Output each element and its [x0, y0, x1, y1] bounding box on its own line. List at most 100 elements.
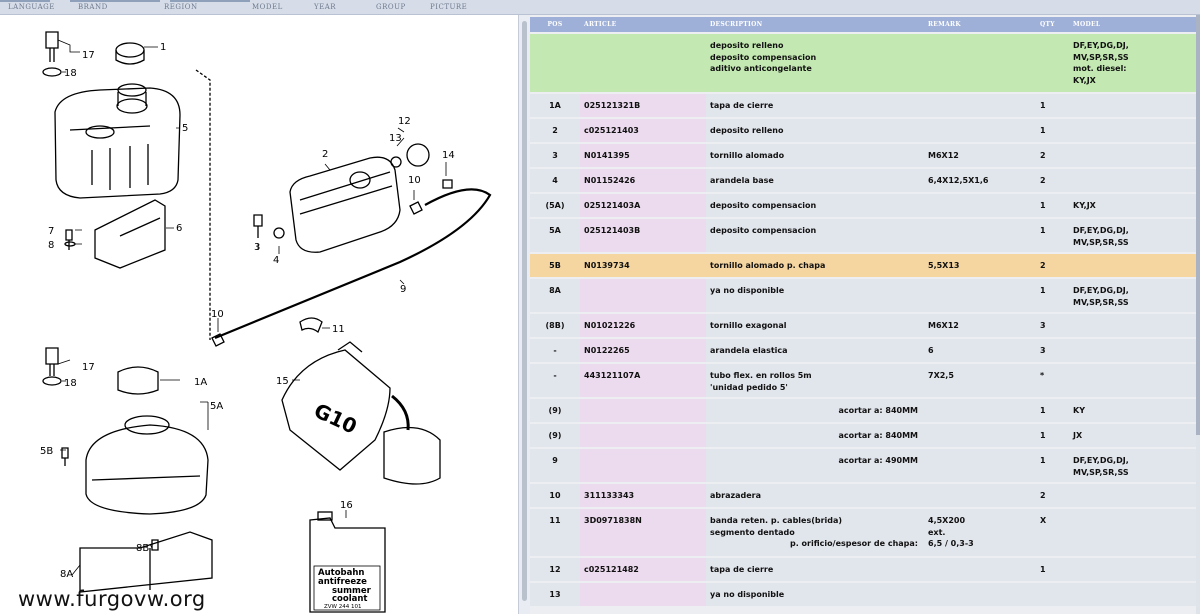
cell-pos [530, 34, 580, 92]
label-14: 14 [442, 150, 455, 161]
label-16: 16 [340, 500, 353, 511]
cell-qty: 1 [1036, 194, 1069, 217]
model-line: MV,SP,SR,SS [1073, 467, 1129, 477]
tab-year[interactable]: YEAR [314, 3, 337, 11]
header-description[interactable]: DESCRIPTION [706, 17, 924, 32]
divider-scroll-thumb[interactable] [522, 21, 527, 601]
header-article[interactable]: ARTICLE [580, 17, 706, 32]
cell-description: acortar a: 490MM [706, 449, 924, 482]
panel-divider-scrollbar[interactable] [518, 15, 531, 614]
remark-line: 6,4X12,5X1,6 [928, 176, 989, 185]
description-line: abrazadera [710, 491, 762, 500]
cell-remark [924, 194, 1036, 217]
canister-line1: Autobahn [318, 568, 364, 578]
cell-pos: 3 [530, 144, 580, 167]
cell-remark [924, 34, 1036, 92]
label-1: 1 [160, 42, 166, 53]
cell-article [580, 449, 706, 482]
cell-description: banda reten. p. cables(brida) segmento de… [706, 509, 924, 556]
cell-article: 311133343 [580, 484, 706, 507]
header-model[interactable]: MODEL [1069, 17, 1196, 32]
description-line: deposito compensacion [710, 201, 817, 210]
tab-picture[interactable]: PICTURE [430, 3, 468, 11]
cell-model [1069, 94, 1196, 117]
cell-pos: 1A [530, 94, 580, 117]
hose-9 [214, 188, 492, 340]
tab-group[interactable]: GROUP [376, 3, 406, 11]
nav-indicator [0, 0, 50, 2]
remark-line: 4,5X200 [928, 516, 966, 525]
label-6: 6 [176, 223, 182, 234]
cell-qty: 1 [1036, 94, 1069, 117]
description-line: tornillo alomado p. chapa [710, 261, 826, 270]
cell-pos: 11 [530, 509, 580, 556]
cell-model [1069, 144, 1196, 167]
tab-region[interactable]: REGION [164, 3, 198, 11]
cap-1A [117, 366, 159, 395]
cell-article: N01021226 [580, 314, 706, 337]
cell-model [1069, 583, 1196, 606]
description-line: arandela elastica [710, 346, 788, 355]
cell-model: DF,EY,DG,DJ,MV,SP,SR,SS [1069, 219, 1196, 252]
description-line: aditivo anticongelante [710, 64, 812, 73]
header-pos[interactable]: POS [530, 17, 580, 32]
tab-brand[interactable]: BRAND [78, 3, 108, 11]
oring-18a [42, 67, 62, 77]
header-qty[interactable]: QTY [1036, 17, 1069, 32]
model-line: DF,EY,DG,DJ, [1073, 286, 1129, 295]
model-line: MV,SP,SR,SS [1073, 52, 1129, 62]
description-line: segmento dentado [710, 527, 795, 537]
page-scroll-thumb[interactable] [1196, 15, 1200, 435]
cell-article: 025121321B [580, 94, 706, 117]
cell-description: deposito compensacion [706, 219, 924, 252]
cell-article: 3D0971838N [580, 509, 706, 556]
cell-model: DF,EY,DG,DJ,MV,SP,SR,SS [1069, 449, 1196, 482]
description-note: acortar a: 490MM [838, 456, 918, 465]
page-scrollbar[interactable] [1196, 15, 1200, 614]
clip-11 [299, 317, 323, 334]
tab-language[interactable]: LANGUAGE [8, 3, 55, 11]
cell-article: 025121403A [580, 194, 706, 217]
cell-model [1069, 484, 1196, 507]
label-10a: 10 [408, 175, 421, 186]
tab-model[interactable]: MODEL [252, 3, 283, 11]
cell-model [1069, 169, 1196, 192]
cell-article [580, 279, 706, 312]
description-line: banda reten. p. cables(brida) [710, 516, 843, 525]
model-line: MV,SP,SR,SS [1073, 237, 1129, 247]
cell-remark [924, 119, 1036, 142]
cell-article: c025121482 [580, 558, 706, 581]
description-line: tornillo alomado [710, 151, 785, 160]
top-nav-bar: LANGUAGE BRAND REGION MODEL YEAR GROUP P… [0, 0, 1200, 15]
cell-model: JX [1069, 424, 1196, 447]
lower-tank-5A [85, 424, 209, 515]
cell-article [580, 583, 706, 606]
remark-line: 6 [928, 346, 934, 355]
label-8: 8 [48, 240, 54, 251]
cell-article [580, 399, 706, 422]
parts-diagram: G10 Autobahn antifreeze summer coolant Z… [40, 31, 492, 613]
remark-line: M6X12 [928, 151, 959, 160]
header-remark[interactable]: REMARK [924, 17, 1036, 32]
cell-model: KY,JX [1069, 194, 1196, 217]
cell-article [580, 424, 706, 447]
